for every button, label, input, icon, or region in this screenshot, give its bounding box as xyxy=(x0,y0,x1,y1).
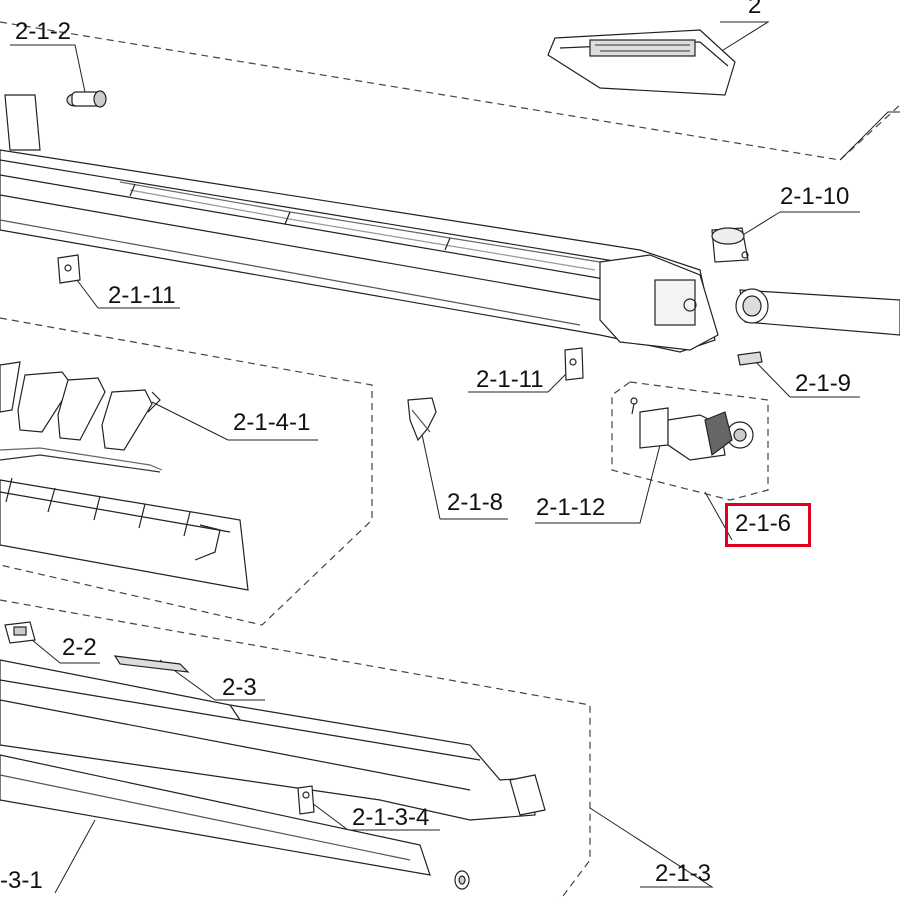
part-label-2-1-8: 2-1-8 xyxy=(447,489,504,516)
part-label-2-1-3-4: 2-1-3-4 xyxy=(352,804,430,831)
hinge-part xyxy=(407,397,437,442)
part-label-2-1-3: 2-1-3 xyxy=(655,860,712,887)
part-label-2-1-12: 2-1-12 xyxy=(536,494,606,521)
highlight-box-2-1-6 xyxy=(725,503,811,547)
dashed-group-boundaries xyxy=(0,21,900,901)
louver-blades xyxy=(0,361,163,473)
louver-motor-assembly xyxy=(630,397,754,461)
motor-part xyxy=(711,227,749,263)
part-label-2-1-9: 2-1-9 xyxy=(795,370,852,397)
part-label-2-2: 2-2 xyxy=(62,634,97,661)
clip-part-right xyxy=(564,347,584,381)
louver-rail xyxy=(0,477,249,591)
part-label-2-1-11-upper: 2-1-11 xyxy=(108,282,176,309)
fan-shaft xyxy=(735,288,900,336)
part-label-2: 2 xyxy=(748,0,762,19)
bottom-cap-part xyxy=(454,870,470,890)
clip-part-left xyxy=(57,254,81,284)
main-chassis-beam xyxy=(0,94,719,353)
small-bracket-part xyxy=(4,621,36,644)
part-label-2-1-11-lower: 2-1-11 xyxy=(476,366,544,393)
part-label-2-1-10: 2-1-10 xyxy=(780,183,850,210)
lower-frame xyxy=(0,659,546,876)
leader-lines xyxy=(10,21,900,894)
small-screw-part xyxy=(737,351,763,366)
part-label-2-1-6: 2-1-6 xyxy=(735,510,792,537)
screw-part xyxy=(66,90,107,108)
display-module-part xyxy=(547,29,736,96)
latch-part xyxy=(297,785,315,815)
part-label-3-1: -3-1 xyxy=(0,867,43,894)
part-label-2-3: 2-3 xyxy=(222,674,257,701)
flat-cover-part xyxy=(113,655,190,673)
part-label-2-1-2: 2-1-2 xyxy=(15,18,72,45)
part-label-2-1-4-1: 2-1-4-1 xyxy=(233,409,311,436)
